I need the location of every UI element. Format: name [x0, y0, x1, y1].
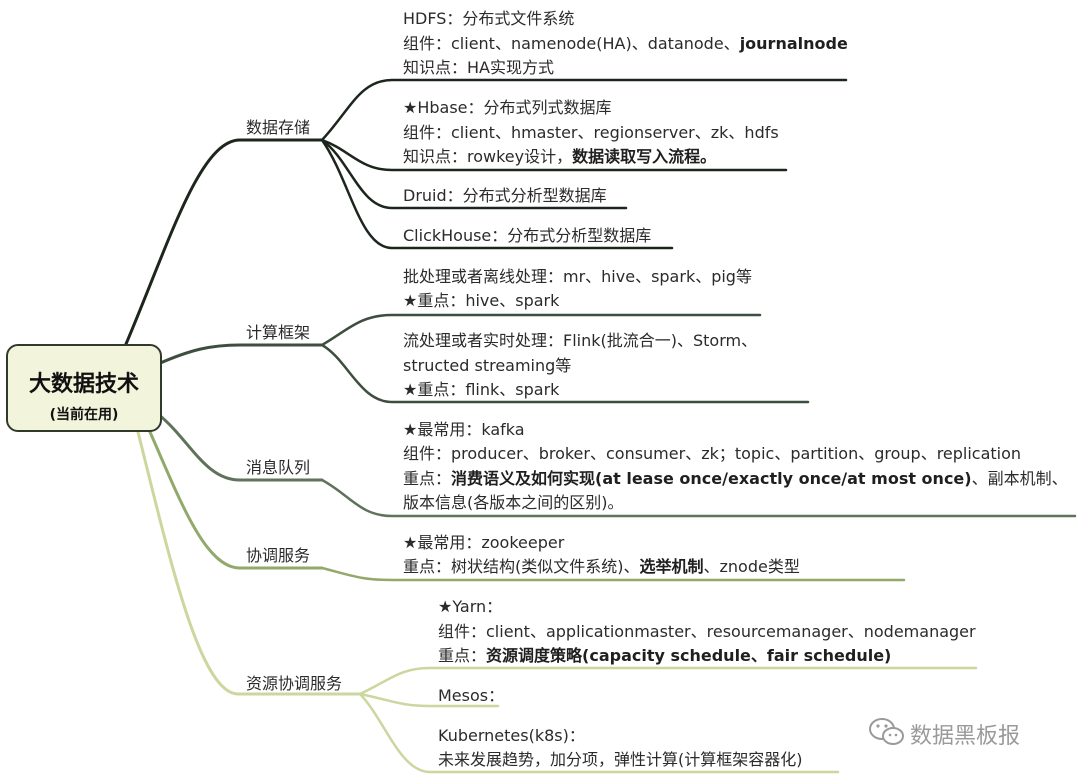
connector-storage [124, 138, 324, 346]
root-subtitle: (当前在用) [49, 407, 119, 423]
connector-batch [320, 313, 762, 347]
yarn-key: 重点：资源调度策略(capacity schedule、fair schedul… [438, 646, 892, 665]
branch-coord[interactable]: 协调服务 [246, 546, 311, 565]
mq-line1: ★最常用：kafka [403, 420, 525, 439]
stream-line3: ★重点：flink、spark [403, 380, 560, 399]
hdfs-title: HDFS：分布式文件系统 [403, 9, 575, 28]
coord-line2: 重点：树状结构(类似文件系统)、选举机制、znode类型 [403, 557, 800, 576]
hdfs-components: 组件：client、namenode(HA)、datanode、journaln… [403, 34, 848, 53]
connector-mq [156, 412, 324, 482]
connector-coord-items [320, 566, 906, 582]
yarn-components: 组件：client、applicationmaster、resourcemana… [438, 622, 976, 641]
branch-resource[interactable]: 资源协调服务 [246, 674, 343, 693]
connector-resource [136, 430, 362, 696]
connector-hdfs [320, 78, 848, 142]
coord-line1: ★最常用：zookeeper [403, 533, 565, 552]
hbase-title: ★Hbase：分布式列式数据库 [403, 98, 612, 117]
batch-line1: 批处理或者离线处理：mr、hive、spark、pig等 [403, 267, 752, 286]
branch-storage[interactable]: 数据存储 [246, 118, 311, 137]
connector-hbase [320, 138, 788, 172]
mq-line3: 重点：消费语义及如何实现(at lease once/exactly once/… [403, 469, 1068, 488]
hbase-knowledge: 知识点：rowkey设计，数据读取写入流程。 [403, 147, 717, 166]
hdfs-knowledge: 知识点：HA实现方式 [403, 58, 554, 77]
yarn-title: ★Yarn： [438, 597, 503, 616]
connector-druid [320, 138, 628, 210]
connector-clickhouse [320, 138, 674, 250]
root-title: 大数据技术 [28, 372, 139, 397]
connector-k8s [358, 692, 840, 774]
mq-line2: 组件：producer、broker、consumer、zk；topic、par… [403, 444, 1022, 463]
connector-coord [148, 430, 324, 570]
root-node[interactable]: 大数据技术 (当前在用) [6, 344, 162, 432]
connector-yarn [358, 666, 978, 696]
stream-line1: 流处理或者实时处理：Flink(批流合一)、Storm、 [403, 331, 758, 350]
k8s-title: Kubernetes(k8s)： [438, 726, 585, 745]
clickhouse-item: ClickHouse：分布式分析型数据库 [403, 226, 652, 245]
watermark-text: 数据黑板报 [910, 724, 1021, 749]
batch-line2: ★重点：hive、spark [403, 291, 560, 310]
branch-mq[interactable]: 消息队列 [246, 458, 311, 477]
mesos-item: Mesos： [438, 686, 505, 705]
watermark: 数据黑板报 [868, 716, 1058, 750]
stream-line2: structed streaming等 [403, 356, 572, 375]
wechat-icon [869, 718, 904, 745]
connector-stream [320, 343, 810, 404]
connector-mesos [358, 692, 500, 708]
mq-line4: 版本信息(各版本之间的区别)。 [403, 493, 624, 512]
connector-mq-items [320, 478, 1077, 518]
connector-compute [156, 343, 324, 366]
k8s-note: 未来发展趋势，加分项，弹性计算(计算框架容器化) [438, 750, 803, 769]
hbase-components: 组件：client、hmaster、regionserver、zk、hdfs [403, 123, 779, 142]
druid-item: Druid：分布式分析型数据库 [403, 186, 607, 205]
branch-compute[interactable]: 计算框架 [246, 323, 311, 342]
